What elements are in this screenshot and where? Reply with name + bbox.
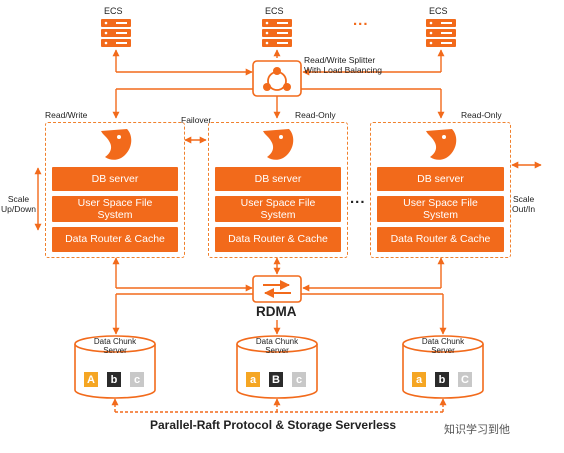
chunk-block: a: [246, 372, 260, 387]
footer-title: Parallel-Raft Protocol & Storage Serverl…: [150, 418, 397, 432]
cluster-read-only-2: [370, 122, 511, 258]
rdma-chunk-connectors: [112, 293, 447, 335]
database-logo-icon: [426, 129, 457, 160]
fs-box-line2: System: [97, 209, 133, 221]
ecs-label: ECS: [104, 6, 123, 16]
fs-box-line1: User Space File: [403, 196, 478, 209]
ecs-label: ECS: [429, 6, 448, 16]
chunk-server-label: Data Chunk Server: [242, 337, 312, 355]
fs-box-line2: System: [260, 209, 296, 221]
database-logo-icon: [263, 129, 294, 160]
chunk-server-label: Data Chunk Server: [80, 337, 150, 355]
chunk-block: a: [412, 372, 426, 387]
fs-box-line1: User Space File: [240, 196, 316, 209]
db-server-box: DB server: [52, 167, 178, 191]
scale-right-label: Scale Out/In: [512, 194, 535, 214]
fs-box: User Space File System: [377, 196, 504, 222]
db-server-box: DB server: [377, 167, 504, 191]
chunk-block: B: [269, 372, 283, 387]
raft-connectors: [111, 398, 447, 413]
router-box: Data Router & Cache: [377, 227, 504, 252]
splitter-label-line1: Read/Write Splitter: [304, 55, 376, 65]
scale-left-label: Scale Up/Down: [1, 194, 36, 214]
ecs-connectors: [112, 49, 445, 76]
splitter-label-line2: With Load Balancing: [304, 65, 382, 76]
fs-box: User Space File System: [52, 196, 178, 222]
cluster-read-only-1: [208, 122, 348, 258]
cluster-ellipsis: ...: [350, 190, 366, 207]
scale-right-line1: Scale: [512, 194, 535, 204]
chunk-server-line1: Data Chunk: [421, 337, 465, 346]
splitter-label: Read/Write Splitter With Load Balancing: [304, 55, 382, 75]
chunk-server-line2: Server: [431, 346, 455, 356]
chunk-server-line1: Data Chunk: [93, 337, 137, 346]
watermark: 知识学习到他: [444, 424, 510, 436]
cluster-role-label: Read-Only: [461, 110, 502, 120]
chunk-block: c: [292, 372, 306, 387]
chunk-block: c: [130, 372, 144, 387]
chunk-block: A: [84, 372, 98, 387]
chunk-block: C: [458, 372, 472, 387]
router-box: Data Router & Cache: [215, 227, 341, 252]
ecs-ellipsis: ...: [353, 12, 369, 29]
server-stack-icon: [262, 19, 292, 47]
switch-arrows-icon: [252, 275, 302, 303]
chunk-server-line1: Data Chunk: [255, 337, 299, 346]
fs-box: User Space File System: [215, 196, 341, 222]
server-stack-icon: [101, 19, 131, 47]
chunk-server-label: Data Chunk Server: [408, 337, 478, 355]
db-server-box: DB server: [215, 167, 341, 191]
scale-left-line2: Up/Down: [1, 204, 36, 215]
router-box: Data Router & Cache: [52, 227, 178, 252]
cluster-rdma-connectors: [112, 257, 445, 292]
cluster-role-label: Read-Only: [295, 110, 336, 120]
chunk-server-line2: Server: [103, 346, 127, 356]
splitter-connectors: [112, 88, 445, 119]
server-stack-icon: [426, 19, 456, 47]
failover-label: Failover: [181, 115, 212, 125]
cluster-read-write: [45, 122, 185, 258]
chunk-block: b: [107, 372, 121, 387]
rdma-label: RDMA: [256, 304, 297, 319]
ecs-label: ECS: [265, 6, 284, 16]
network-hub-icon: [252, 60, 302, 97]
database-logo-icon: [101, 129, 132, 160]
cluster-role-label: Read/Write: [45, 110, 88, 120]
chunk-block: b: [435, 372, 449, 387]
scale-right-line2: Out/In: [512, 204, 536, 215]
chunk-server-line2: Server: [265, 346, 289, 356]
scale-left-line1: Scale: [7, 194, 30, 204]
fs-box-line1: User Space File: [77, 196, 153, 209]
fs-box-line2: System: [422, 209, 458, 221]
